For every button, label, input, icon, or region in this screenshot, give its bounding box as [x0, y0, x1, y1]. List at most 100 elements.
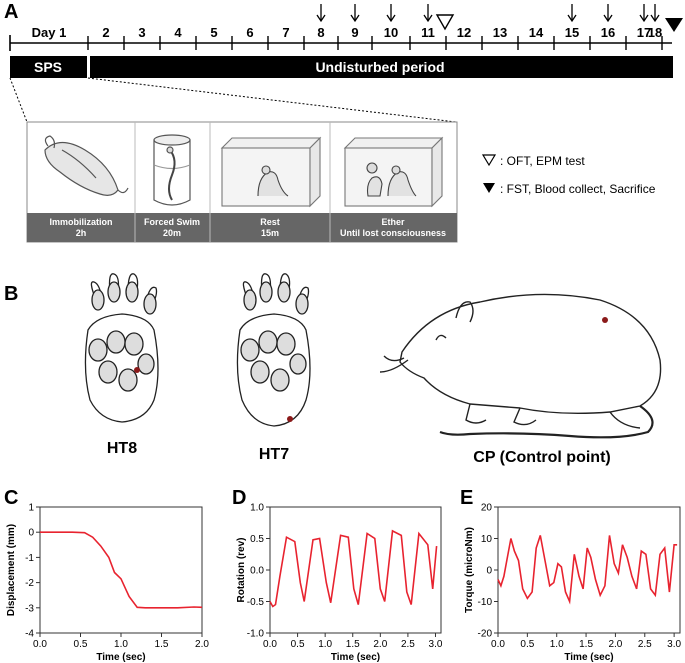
- step-rest-name: Rest: [260, 217, 280, 227]
- day-label: 15: [565, 25, 579, 40]
- x-tick-label: 0.5: [291, 639, 305, 650]
- data-trace: [497, 535, 678, 605]
- open-triangle-marker: [435, 14, 455, 31]
- x-tick-label: 2.0: [608, 639, 622, 650]
- x-tick-label: 1.0: [318, 639, 332, 650]
- day-label: 5: [210, 25, 217, 40]
- down-arrow-icon: [650, 14, 660, 23]
- sps-bar-label: SPS: [34, 59, 62, 75]
- step-forced-swim-name: Forced Swim: [144, 217, 200, 227]
- x-tick-label: 2.5: [401, 639, 415, 650]
- x-tick-label: 2.5: [638, 639, 652, 650]
- undisturbed-bar-label: Undisturbed period: [315, 59, 444, 75]
- y-tick-label: -2: [25, 578, 34, 589]
- x-tick-label: 2.0: [195, 639, 209, 650]
- down-arrow-icon: [603, 14, 613, 23]
- day-label: 8: [317, 25, 324, 40]
- day-label: 14: [529, 25, 544, 40]
- y-tick-label: 1: [28, 503, 34, 514]
- x-tick-label: 0.5: [520, 639, 534, 650]
- x-tick-label: 2.0: [373, 639, 387, 650]
- day-label: 12: [457, 25, 471, 40]
- y-tick-label: -1: [25, 553, 34, 564]
- x-tick-label: 1.0: [550, 639, 564, 650]
- panel-label-e: E: [460, 487, 473, 509]
- x-tick-label: 1.5: [579, 639, 593, 650]
- panel-label-d: D: [232, 487, 246, 509]
- day-label: Day 1: [32, 25, 67, 40]
- y-tick-label: -3: [25, 603, 34, 614]
- day-label: 17: [637, 25, 651, 40]
- ht7-acupoint-dot: [287, 416, 293, 422]
- down-arrow-icon: [350, 14, 360, 23]
- y-tick-label: -10: [478, 597, 493, 608]
- x-tick-label: 1.5: [155, 639, 169, 650]
- filled-triangle-marker: [665, 18, 683, 32]
- rest-box-illustration: [220, 136, 322, 208]
- y-tick-label: -1.0: [247, 629, 265, 640]
- zoom-line-right: [87, 77, 457, 123]
- day-label: 6: [246, 25, 253, 40]
- x-tick-label: 0.0: [263, 639, 277, 650]
- y-tick-label: 20: [481, 503, 493, 514]
- x-tick-label: 0.5: [74, 639, 88, 650]
- data-trace: [40, 531, 203, 609]
- y-tick-label: 0: [486, 566, 492, 577]
- y-axis-label: Torque (microNm): [464, 527, 475, 613]
- data-trace: [269, 529, 438, 608]
- day-label: 13: [493, 25, 507, 40]
- down-arrow-icon: [386, 14, 396, 23]
- y-tick-label: 0.0: [250, 566, 264, 577]
- sps-bar: [10, 56, 87, 78]
- day-label: 2: [102, 25, 109, 40]
- paw-ht8-illustration: [84, 273, 159, 423]
- step-ether-duration: Until lost consciousness: [340, 228, 446, 238]
- y-axis-label: Rotation (rev): [236, 538, 247, 603]
- step-rest-duration: 15m: [261, 228, 279, 238]
- y-tick-label: 0.5: [250, 534, 264, 545]
- step-forced-swim-duration: 20m: [163, 228, 181, 238]
- day-label: 11: [421, 25, 435, 40]
- paw-ht7-illustration: [236, 273, 311, 427]
- down-arrow-icon: [423, 14, 433, 23]
- rat-illustration: [379, 293, 662, 439]
- panel-label-c: C: [4, 487, 18, 509]
- plot-frame: [497, 506, 681, 634]
- legend-filled-triangle-icon: [483, 183, 495, 193]
- down-arrow-icon: [639, 14, 649, 23]
- down-arrow-icon: [567, 14, 577, 23]
- immobilized-rat-illustration: [44, 135, 129, 196]
- legend-filled-text: : FST, Blood collect, Sacrifice: [500, 182, 656, 196]
- zoom-line-left: [9, 77, 28, 123]
- undisturbed-bar: [90, 56, 673, 78]
- sps-caption-strip: [27, 213, 457, 242]
- day-label: 18: [648, 25, 662, 40]
- x-axis-label: Time (sec): [564, 652, 613, 663]
- y-tick-label: -4: [25, 629, 34, 640]
- day-arrows: [316, 4, 660, 23]
- legend-open-text: : OFT, EPM test: [500, 154, 585, 168]
- x-tick-label: 0.0: [491, 639, 505, 650]
- x-tick-label: 1.5: [346, 639, 360, 650]
- forced-swim-illustration: [153, 134, 191, 206]
- day-label: 16: [601, 25, 615, 40]
- step-immobilization-duration: 2h: [76, 228, 87, 238]
- y-tick-label: -0.5: [247, 597, 265, 608]
- ether-box-illustration: [343, 136, 444, 208]
- x-axis-label: Time (sec): [331, 652, 380, 663]
- day-label: 9: [351, 25, 358, 40]
- y-tick-label: 10: [481, 534, 493, 545]
- x-tick-label: 3.0: [667, 639, 681, 650]
- y-axis-label: Displacement (mm): [6, 524, 17, 616]
- panel-label-a: A: [4, 1, 18, 23]
- y-tick-label: -20: [478, 629, 493, 640]
- day-ticks: [87, 36, 663, 50]
- ht8-acupoint-dot: [134, 367, 140, 373]
- cp-control-point-dot: [602, 317, 608, 323]
- plot-frame: [39, 506, 203, 634]
